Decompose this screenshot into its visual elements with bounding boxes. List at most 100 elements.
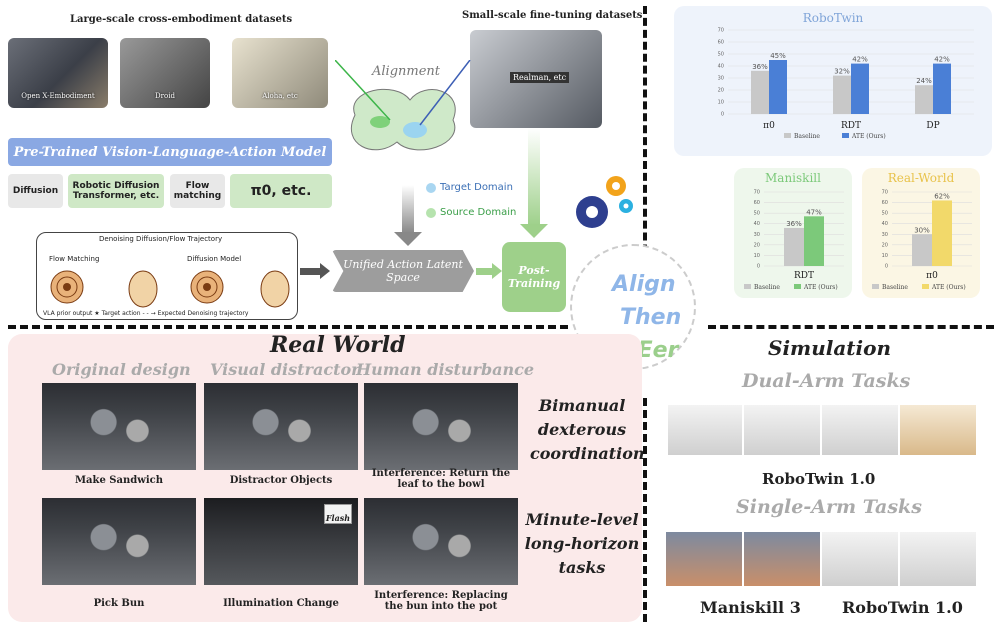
sim-single-4 — [900, 532, 976, 586]
model-pi0: π0, etc. — [230, 174, 332, 208]
data-label: 42% — [934, 56, 950, 64]
caption-illumination: Illumination Change — [223, 598, 339, 609]
arrow-head-gray — [394, 232, 422, 246]
arrow-right-head — [320, 263, 330, 279]
target-dot — [426, 183, 436, 193]
diffusion-model-label: Diffusion Model — [187, 255, 242, 263]
y-tick-label: 30 — [882, 232, 888, 238]
legend-swatch — [842, 133, 849, 138]
flow-matching-label: Flow Matching — [49, 255, 100, 263]
small-datasets-title: Small-scale fine-tuning datasets — [462, 10, 643, 21]
post-training-box: Post-Training — [502, 242, 566, 312]
y-tick-label: 10 — [882, 253, 888, 259]
bar-ate — [932, 200, 952, 266]
bar-baseline — [784, 227, 804, 266]
source-domain-label: Source Domain — [440, 207, 517, 218]
y-tick-label: 60 — [718, 40, 724, 46]
chart-title: RoboTwin — [803, 11, 864, 25]
bar-baseline — [751, 70, 769, 114]
photo-interference-leaf — [364, 383, 518, 470]
data-label: 36% — [786, 220, 802, 228]
legend-label: Baseline — [882, 284, 908, 291]
divider-horizontal-left — [8, 325, 568, 329]
y-tick-label: 50 — [882, 211, 888, 217]
model-flow: Flow matching — [170, 174, 225, 208]
trajectory-illustration — [50, 270, 290, 308]
dual-arm-title: Dual-Arm Tasks — [742, 370, 911, 392]
data-label: 62% — [934, 192, 950, 200]
arrow-head-green — [520, 224, 548, 238]
data-label: 30% — [914, 226, 930, 234]
model-diffusion: Diffusion — [8, 174, 63, 208]
legend-label: ATE (Ours) — [803, 284, 838, 291]
source-dot — [426, 208, 436, 218]
model-rdt: Robotic Diffusion Transformer, etc. — [68, 174, 164, 208]
bar-ate — [933, 63, 951, 114]
y-tick-label: 20 — [882, 242, 888, 248]
realworld-chart: Real-World01020304050607030%62%π0Baselin… — [872, 171, 972, 291]
y-tick-label: 70 — [754, 190, 760, 196]
y-tick-label: 10 — [754, 253, 760, 259]
dataset-thumb-oxe: Open X-Embodiment — [8, 38, 108, 108]
bar-baseline — [915, 85, 933, 114]
chart-title: Maniskill — [765, 171, 821, 185]
single-arm-title: Single-Arm Tasks — [736, 496, 922, 518]
dataset-label: Open X-Embodiment — [21, 92, 95, 100]
dataset-label: Aloha, etc — [262, 92, 298, 100]
realman-label: Realman, etc — [510, 72, 570, 83]
legend-swatch — [784, 133, 791, 138]
divider-vertical-bottom — [643, 398, 647, 622]
data-label: 24% — [916, 77, 932, 85]
dataset-thumb-aloha: Aloha, etc — [232, 38, 328, 108]
y-tick-label: 60 — [754, 200, 760, 206]
unified-latent-space: Unified Action Latent Space — [332, 250, 474, 292]
col-human: Human disturbance — [356, 360, 535, 379]
caption-make-sandwich: Make Sandwich — [74, 475, 164, 486]
y-tick-label: 30 — [718, 76, 724, 82]
star-icon: ★ — [94, 310, 102, 317]
legend-label: Baseline — [754, 284, 780, 291]
y-tick-label: 50 — [754, 211, 760, 217]
legend-swatch — [744, 284, 751, 289]
maniskill3-caption: Maniskill 3 — [700, 598, 801, 617]
category-label: RDT — [841, 121, 861, 131]
chart-title: Real-World — [888, 171, 955, 185]
bar-ate — [851, 63, 869, 114]
y-tick-label: 70 — [718, 28, 724, 34]
bar-baseline — [833, 75, 851, 114]
pretrained-vla-banner: Pre-Trained Vision-Language-Action Model — [8, 138, 332, 166]
sim-single-2 — [744, 532, 820, 586]
y-tick-label: 40 — [718, 64, 724, 70]
legend-swatch — [794, 284, 801, 289]
data-label: 45% — [770, 52, 786, 60]
y-tick-label: 40 — [754, 221, 760, 227]
category-label: RDT — [794, 271, 814, 281]
source-blob — [370, 116, 390, 128]
arrow-right-green — [476, 268, 494, 275]
trajectory-title: Denoising Diffusion/Flow Trajectory — [99, 235, 223, 243]
gears-icon — [576, 176, 633, 228]
legend-swatch — [922, 284, 929, 289]
arrow-right — [300, 268, 322, 275]
caption-pick-bun: Pick Bun — [93, 598, 145, 609]
photo-illumination: Flash — [204, 498, 358, 585]
arrow-down-gray — [402, 185, 414, 233]
y-tick-label: 0 — [757, 264, 760, 270]
bar-ate — [804, 216, 824, 266]
dataset-label: Droid — [155, 92, 175, 100]
y-tick-label: 60 — [882, 200, 888, 206]
alignment-diagram — [335, 60, 471, 151]
category-label: DP — [926, 121, 939, 131]
y-tick-label: 0 — [721, 112, 724, 118]
y-tick-label: 70 — [882, 190, 888, 196]
category-label: π0 — [926, 271, 938, 281]
sim-dual-1 — [668, 405, 742, 455]
data-label: 32% — [834, 68, 850, 76]
data-label: 47% — [806, 208, 822, 216]
vla-output-label: VLA prior output — [43, 310, 93, 317]
logo-align: Align — [612, 272, 676, 297]
dashes-icon: - - → — [142, 310, 158, 317]
legend-label: ATE (Ours) — [851, 133, 886, 140]
y-tick-label: 0 — [885, 264, 888, 270]
simulation-title: Simulation — [768, 336, 892, 360]
